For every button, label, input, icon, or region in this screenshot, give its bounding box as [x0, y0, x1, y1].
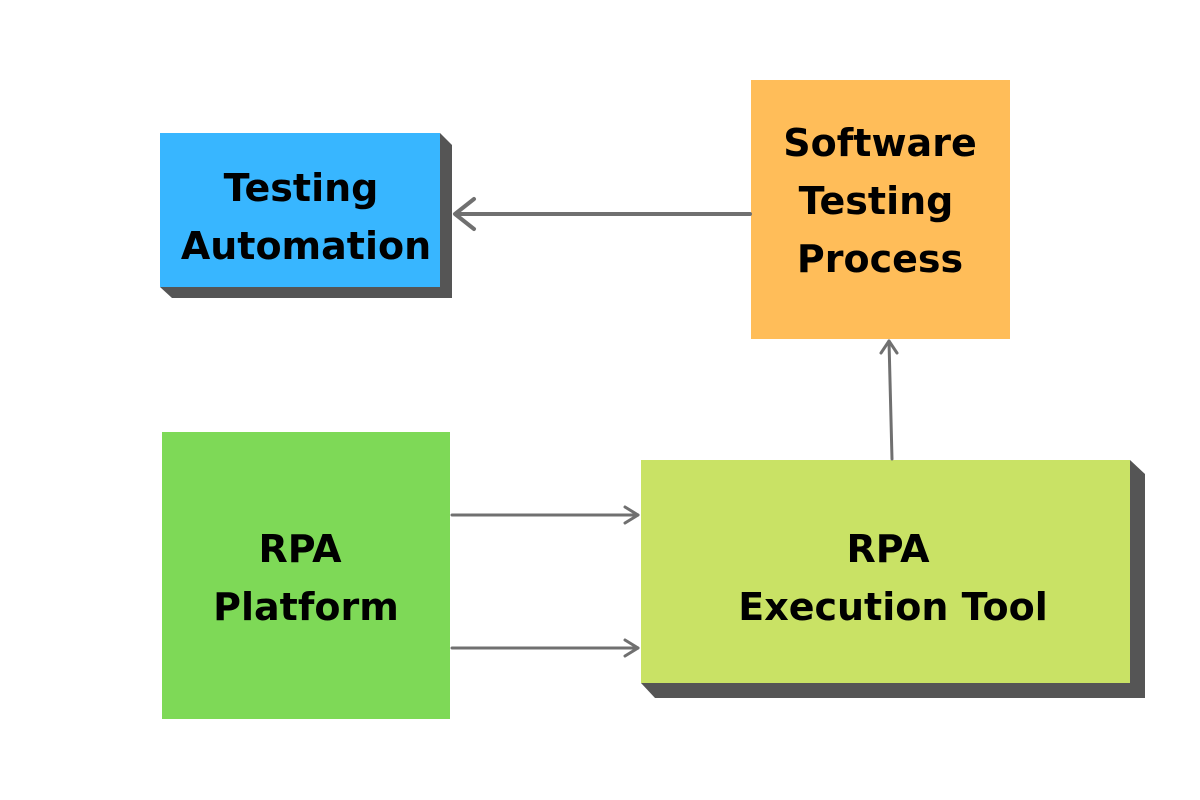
node-box [162, 432, 450, 719]
node-label-line: Process [797, 237, 963, 281]
arrowhead-icon [879, 339, 899, 355]
node-box [641, 460, 1130, 683]
node-label-line: Testing [799, 179, 954, 223]
node-box [751, 80, 1010, 339]
node-label-line: Platform [213, 585, 399, 629]
node-box [160, 133, 440, 287]
edge-rpa-platform-to-execution-tool-upper [450, 505, 640, 525]
edge-software-testing-to-testing-automation [453, 197, 752, 231]
node-rpa-platform: RPA Platform [162, 432, 450, 719]
node-label-line: Automation [181, 224, 431, 268]
node-label-line: Software [783, 121, 976, 165]
node-label-line: RPA [846, 527, 930, 571]
arrowhead-icon [623, 638, 640, 658]
arrowhead-icon [453, 197, 476, 231]
connector-line [887, 339, 894, 461]
edge-execution-tool-to-software-testing [879, 339, 899, 461]
edge-rpa-platform-to-execution-tool-lower [450, 638, 640, 658]
node-rpa-execution-tool: RPA Execution Tool [641, 460, 1145, 698]
node-label-line: Testing [224, 166, 379, 210]
node-label-line: RPA [258, 527, 342, 571]
node-software-testing-process: Software Testing Process [751, 80, 1010, 339]
node-label-line: Execution Tool [738, 585, 1048, 629]
arrowhead-icon [623, 505, 640, 525]
node-testing-automation: Testing Automation [160, 133, 452, 298]
